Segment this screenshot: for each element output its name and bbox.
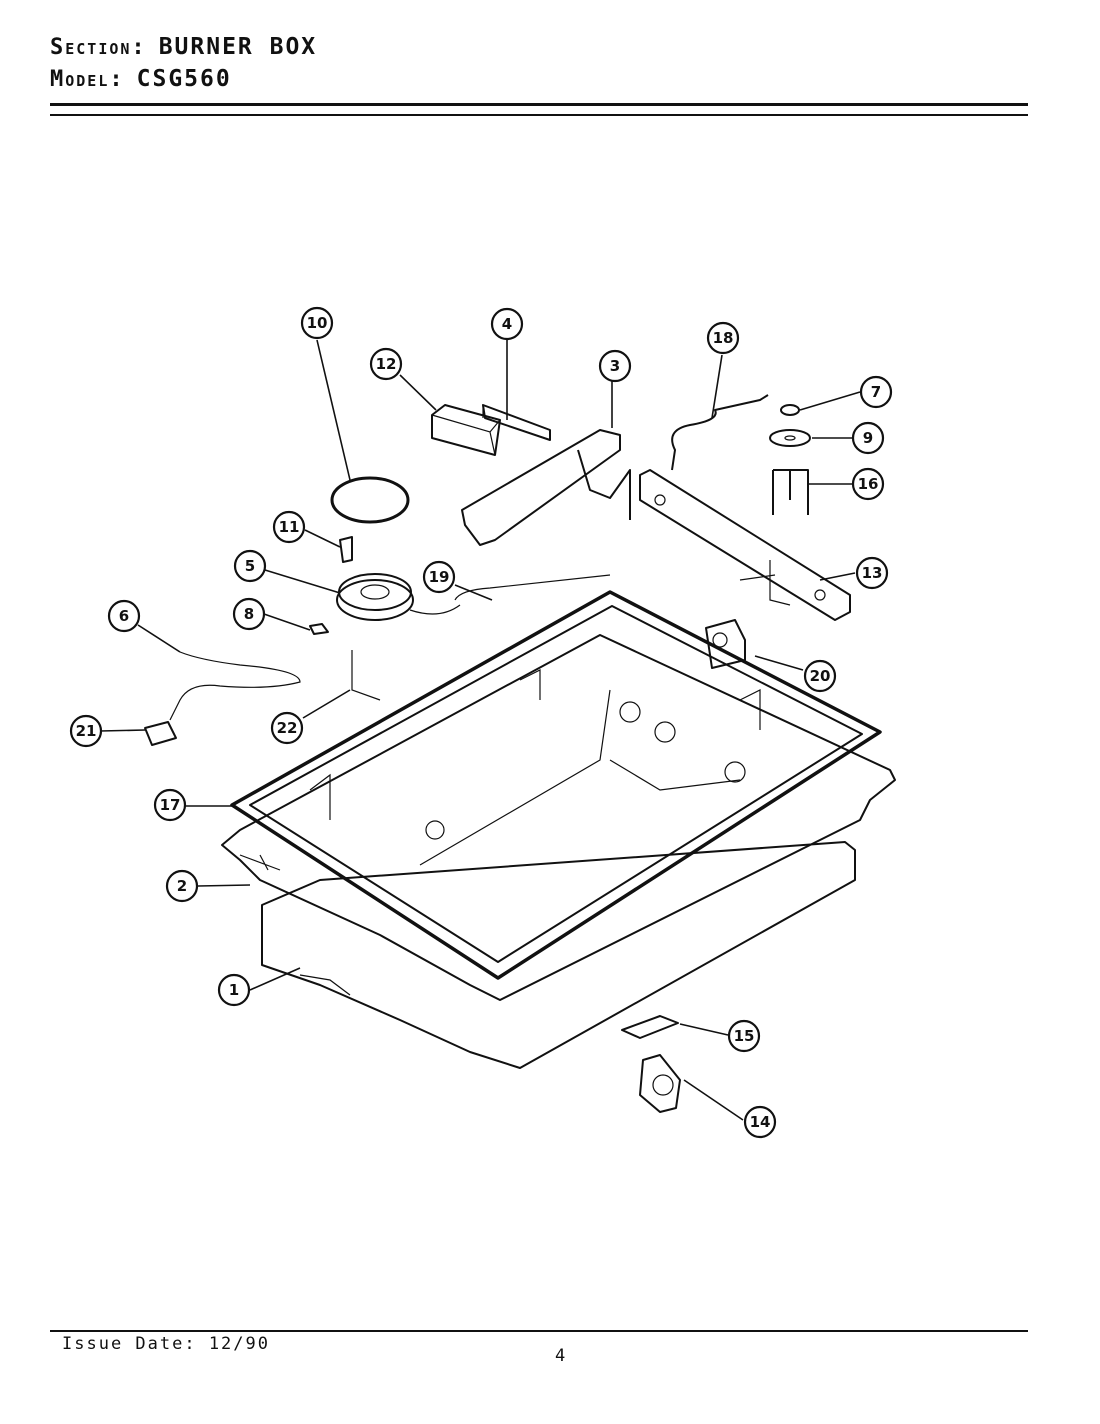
model-heading: Model: CSG560	[50, 66, 232, 92]
callout-5: 5	[233, 549, 267, 583]
part-20-valve	[705, 619, 746, 669]
callout-14: 14	[743, 1105, 777, 1139]
callout-12: 12	[369, 347, 403, 381]
callout-15-label: 15	[734, 1027, 755, 1045]
callout-18-label: 18	[713, 329, 734, 347]
callout-7: 7	[859, 375, 893, 409]
part-17-frame-gasket	[230, 590, 882, 980]
callout-14-label: 14	[750, 1113, 771, 1131]
part-1-base-pan	[261, 841, 856, 1069]
callout-8-label: 8	[244, 605, 254, 623]
part-13-manifold	[639, 469, 851, 621]
part-11-fitting	[339, 536, 353, 563]
callout-3: 3	[598, 349, 632, 383]
model-value: CSG560	[136, 66, 232, 92]
callout-2-label: 2	[177, 877, 187, 895]
callout-1: 1	[217, 973, 251, 1007]
callout-3-label: 3	[610, 357, 620, 375]
callout-20-label: 20	[810, 667, 831, 685]
callout-17: 17	[153, 788, 187, 822]
callout-22-label: 22	[277, 719, 298, 737]
callout-1-label: 1	[229, 981, 239, 999]
callout-19-label: 19	[429, 568, 450, 586]
callout-17-label: 17	[160, 796, 181, 814]
part-10-ring	[330, 476, 410, 524]
callout-9: 9	[851, 421, 885, 455]
callout-22: 22	[270, 711, 304, 745]
part-12-junction-box	[431, 404, 501, 456]
callout-8: 8	[232, 597, 266, 631]
part-2-burner-box-pan	[221, 634, 896, 1001]
callout-7-label: 7	[871, 383, 881, 401]
callout-13: 13	[855, 556, 889, 590]
part-15-plate	[621, 1015, 679, 1039]
callout-21-label: 21	[76, 722, 97, 740]
section-label: Section:	[50, 35, 147, 60]
callout-5-label: 5	[245, 557, 255, 575]
callout-10-label: 10	[307, 314, 328, 332]
section-heading: Section: BURNER BOX	[50, 34, 317, 60]
model-label: Model:	[50, 67, 125, 92]
header-rule-bottom	[50, 114, 1028, 116]
part-18-tube	[671, 394, 769, 471]
callout-2: 2	[165, 869, 199, 903]
callout-13-label: 13	[862, 564, 883, 582]
callout-16-label: 16	[858, 475, 879, 493]
part-9-washer	[769, 429, 811, 447]
callout-11-label: 11	[279, 518, 300, 536]
callout-19: 19	[422, 560, 456, 594]
part-6-power-cord	[169, 651, 301, 721]
header-rule-top	[50, 103, 1028, 106]
callout-6-label: 6	[119, 607, 129, 625]
part-16-bracket	[772, 469, 809, 515]
callout-16: 16	[851, 467, 885, 501]
callout-12-label: 12	[376, 355, 397, 373]
callout-10: 10	[300, 306, 334, 340]
section-value: BURNER BOX	[158, 34, 318, 60]
part-14-knob	[639, 1054, 681, 1113]
callout-4-label: 4	[502, 315, 512, 333]
footer-rule	[50, 1330, 1028, 1332]
part-7-nut	[780, 404, 800, 416]
callout-20: 20	[803, 659, 837, 693]
issue-date: Issue Date: 12/90	[62, 1334, 270, 1354]
part-21-plug	[144, 721, 177, 746]
part-3-bracket	[461, 429, 631, 546]
part-8-clip	[309, 623, 329, 635]
callout-18: 18	[706, 321, 740, 355]
callout-21: 21	[69, 714, 103, 748]
callout-15: 15	[727, 1019, 761, 1053]
part-19-wire	[454, 574, 611, 601]
callout-6: 6	[107, 599, 141, 633]
callout-4: 4	[490, 307, 524, 341]
leader-lines	[99, 339, 861, 1121]
callout-11: 11	[272, 510, 306, 544]
part-22-wire	[351, 650, 381, 701]
page-number: 4	[555, 1346, 566, 1366]
callout-9-label: 9	[863, 429, 873, 447]
part-4-shield	[482, 404, 551, 441]
